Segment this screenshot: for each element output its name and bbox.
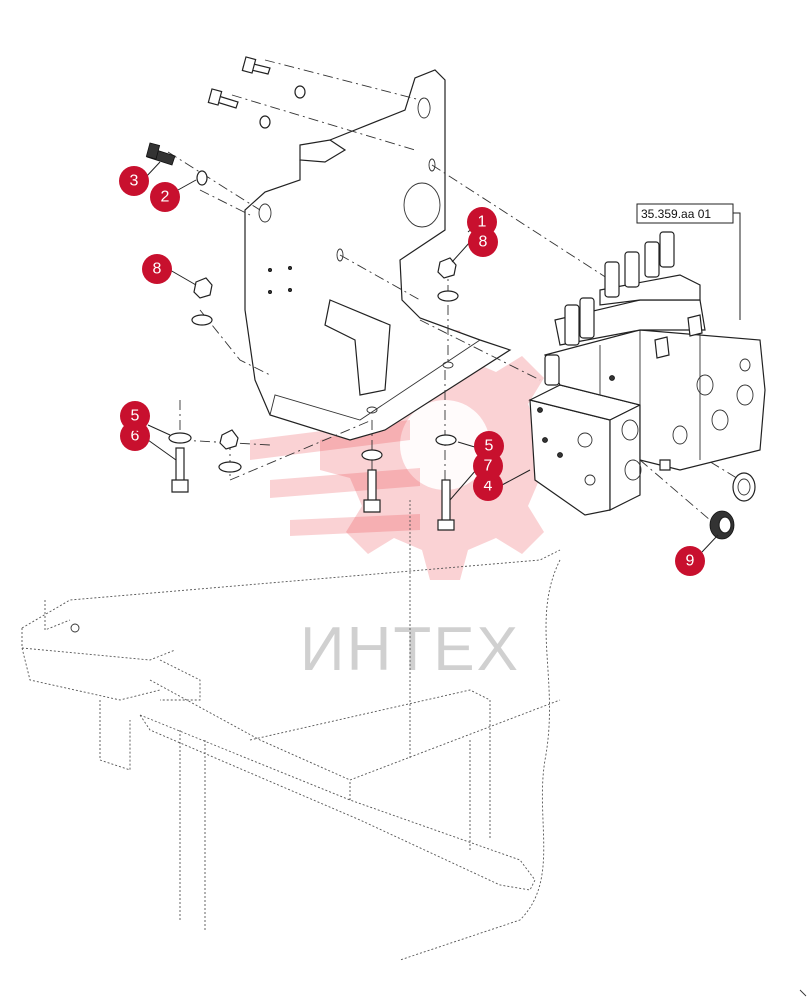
bolt-7 <box>437 479 455 531</box>
callout-7[interactable]: 7 <box>473 451 503 481</box>
svg-text:8: 8 <box>479 234 488 251</box>
callout-9[interactable]: 9 <box>675 546 705 576</box>
watermark-text: ИНТЕХ <box>300 615 520 684</box>
nut-8-left <box>193 277 213 299</box>
bolt-top-upper <box>241 56 306 99</box>
assembly-axis-lines <box>167 59 741 525</box>
washer-center-left <box>218 461 242 473</box>
bolt-top-lower <box>207 88 271 129</box>
washer-right-upper <box>437 290 459 302</box>
callout-2[interactable]: 2 <box>150 182 180 212</box>
mounting-bracket <box>244 69 512 441</box>
plug-9 <box>709 510 735 540</box>
svg-text:6: 6 <box>131 428 140 445</box>
svg-text:9: 9 <box>686 553 695 570</box>
svg-text:8: 8 <box>153 261 162 278</box>
nut-8-right <box>437 257 457 279</box>
chassis-frame <box>21 500 561 961</box>
svg-text:1: 1 <box>478 214 487 231</box>
svg-text:5: 5 <box>485 438 494 455</box>
reference-label-text: 35.359.aa 01 <box>641 207 711 221</box>
svg-text:2: 2 <box>161 189 170 206</box>
corner-mark <box>799 989 807 997</box>
svg-text:3: 3 <box>130 173 139 190</box>
callout-8-left[interactable]: 8 <box>142 254 172 284</box>
bolt-center <box>363 469 381 513</box>
reference-label: 35.359.aa 01 <box>636 203 741 320</box>
callout-3[interactable]: 3 <box>119 166 149 196</box>
washer-2 <box>196 170 208 186</box>
washer-left-upper <box>191 314 213 326</box>
washer-5-left <box>168 432 192 444</box>
bolt-3 <box>145 142 176 166</box>
svg-text:5: 5 <box>131 408 140 425</box>
svg-text:4: 4 <box>484 478 493 495</box>
bolt-6-left <box>171 447 189 493</box>
callout-8-right[interactable]: 8 <box>468 227 498 257</box>
callout-5-left[interactable]: 5 <box>120 401 150 431</box>
svg-text:7: 7 <box>484 458 493 475</box>
washer-5-right <box>435 434 457 446</box>
control-valve-assembly <box>528 231 766 516</box>
plug-right <box>732 472 756 502</box>
washer-center <box>361 449 383 461</box>
nut-center-left <box>219 429 239 450</box>
